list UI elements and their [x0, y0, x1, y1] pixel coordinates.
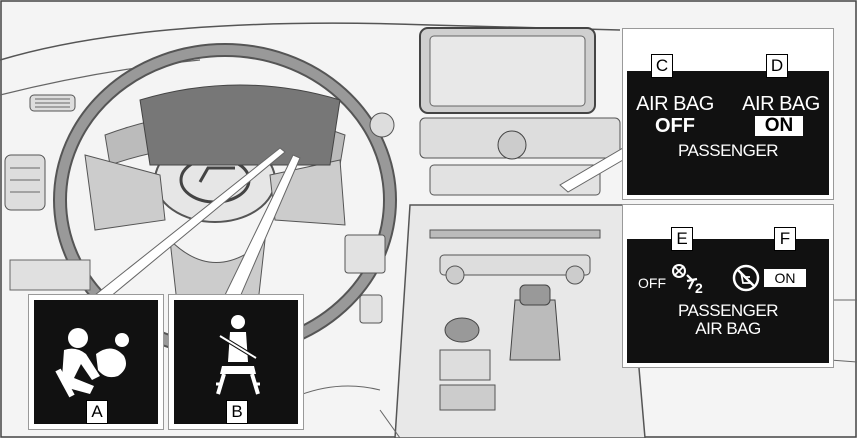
child-seat-off-text: OFF	[637, 275, 667, 291]
indicator-panel-b: B	[174, 300, 298, 424]
center-display	[420, 28, 595, 113]
airbag-on-line1: AIR BAG	[739, 93, 823, 116]
callout-ef-box: OFF 2 ON PASSENGER AIR BAG E F	[622, 204, 834, 368]
airbag-on-line2: ON	[755, 116, 803, 136]
label-c: C	[651, 54, 673, 78]
passenger-text-cd: PASSENGER	[627, 141, 829, 161]
label-e: E	[671, 227, 693, 251]
shift-lever	[510, 300, 560, 360]
airbag-off-line1: AIR BAG	[635, 93, 715, 116]
airbag-off-line2: OFF	[635, 115, 715, 138]
indicator-panel-a: A	[34, 300, 158, 424]
label-a: A	[86, 400, 108, 424]
indicator-panel-cd: AIR BAG OFF AIR BAG ON PASSENGER	[627, 71, 829, 195]
callout-cd-box: AIR BAG OFF AIR BAG ON PASSENGER C D	[622, 28, 834, 200]
callout-a-box: A	[28, 294, 164, 430]
indicator-panel-ef: OFF 2 ON PASSENGER AIR BAG	[627, 239, 829, 363]
svg-text:2: 2	[695, 280, 703, 295]
passenger-airbag-line1: PASSENGER	[627, 301, 829, 321]
child-seat-on-text: ON	[764, 269, 806, 287]
child-seat-prohibited-icon	[731, 263, 761, 293]
label-f: F	[774, 227, 796, 251]
left-vent	[30, 95, 75, 111]
passenger-airbag-line2: AIR BAG	[627, 319, 829, 339]
callout-b-box: B	[168, 294, 304, 430]
label-b: B	[226, 400, 248, 424]
instrument-cluster	[140, 85, 340, 165]
child-seat-off-icon: 2	[667, 261, 707, 295]
label-d: D	[766, 54, 788, 78]
